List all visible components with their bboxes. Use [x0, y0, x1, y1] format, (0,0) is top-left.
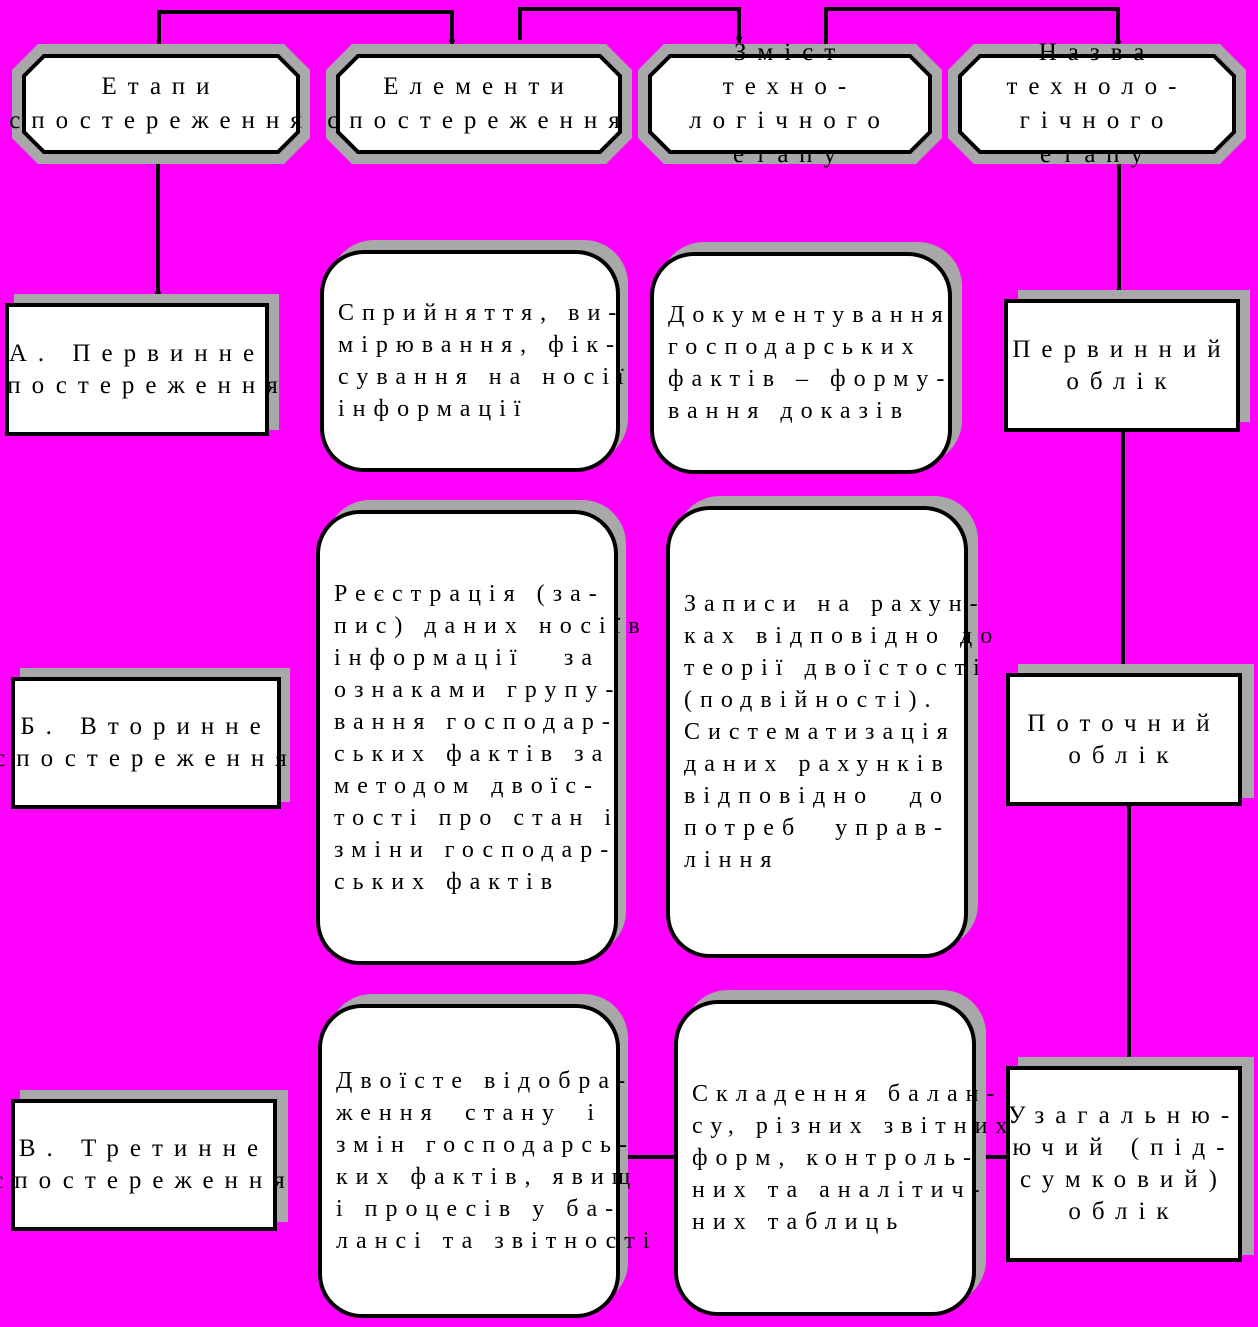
element-2-line: інформації за [334, 644, 600, 671]
arrow-content-to-name [824, 7, 1122, 48]
header-name-label: Назва техноло- гічного етапу [1006, 39, 1188, 168]
element-1-line: сування на носії [338, 364, 632, 390]
content-2-line: (подвійності). [684, 687, 939, 713]
element-2-line: пис) даних носіїв [334, 612, 648, 639]
content-3-line: них та аналітич- [692, 1177, 988, 1203]
content-1-line: господарських [668, 334, 922, 360]
header-stages-shape [12, 44, 310, 164]
content-2-line: потреб управ- [684, 815, 950, 841]
element-2-line: ознаками групу- [334, 676, 622, 703]
stage-secondary-box: Б. Вторинне спостереження [0, 677, 287, 809]
header-elements-label: Елементи спостереження [327, 73, 631, 134]
header-elements-shape [326, 44, 632, 164]
content-2-line: Систематизація [684, 719, 956, 745]
header-content: Зміст техно- логічного етапу [638, 39, 942, 168]
element-2-line: Реєстрація (за- [334, 580, 605, 607]
element-3-line: ких фактів, явищ [336, 1164, 639, 1190]
header-content-label: Зміст техно- логічного етапу [689, 39, 891, 168]
element-2-line: тості про стан і [334, 804, 620, 831]
element-3-line: і процесів у ба- [336, 1196, 622, 1222]
stage-primary-box: А. Первинне спостереження [0, 303, 278, 436]
content-1-line: вання доказів [668, 398, 911, 424]
element-2-line: ських фактів за [334, 740, 611, 767]
content-2-line: ління [684, 847, 780, 873]
content-2-line: теорії двоїстості [684, 655, 988, 681]
accounting-primary-box: Первинний облік [1004, 299, 1240, 432]
header-stages: Етапи спостереження [9, 44, 313, 164]
stage-tertiary-box: В. Третинне спостереження [0, 1099, 285, 1231]
header-name: Назва техноло- гічного етапу [948, 39, 1246, 168]
content-2-line: даних рахунків [684, 751, 951, 777]
content-2-line: відповідно до [684, 783, 950, 809]
content-1-line: фактів – форму- [668, 366, 953, 392]
element-3-line: лансі та звітності [336, 1228, 658, 1254]
accounting-current-box: Поточний облік [1006, 673, 1242, 806]
arrow-elements-to-content [518, 7, 743, 44]
content-3-box: Складення балан- су, різних звітних форм… [674, 1000, 1016, 1316]
content-3-line: су, різних звітних [692, 1113, 1016, 1139]
element-1-line: мірювання, фік- [338, 332, 623, 358]
element-2-box: Реєстрація (за- пис) даних носіїв інформ… [316, 510, 648, 965]
content-1-line: Документування [668, 302, 951, 328]
content-3-line: Складення балан- [692, 1081, 1003, 1107]
element-1-line: інформації [338, 396, 529, 422]
element-3-line: змін господарсь- [336, 1132, 635, 1158]
element-1-line: Сприйняття, ви- [338, 300, 625, 326]
content-3-line: них таблиць [692, 1209, 906, 1235]
element-3-line: ження стану і [336, 1100, 602, 1126]
element-2-line: методом двоїс- [334, 772, 600, 799]
header-stages-label: Етапи спостереження [9, 73, 313, 134]
header-name-shape [948, 44, 1246, 164]
header-elements: Елементи спостереження [326, 44, 632, 164]
accounting-summary-box: Узагальню- ючий (під- сумковий) облік [1006, 1066, 1242, 1262]
element-2-line: вання господар- [334, 708, 618, 735]
content-2-line: ках відповідно до [684, 623, 1001, 649]
content-2-line: Записи на рахун- [684, 591, 986, 617]
content-2-box: Записи на рахун- ках відповідно до теорі… [666, 506, 1001, 958]
header-content-shape [638, 44, 942, 164]
element-2-line: ських фактів [334, 868, 561, 895]
element-2-line: зміни господар- [334, 836, 617, 863]
element-3-box: Двоїсте відобра- ження стану і змін госп… [318, 1004, 658, 1318]
content-3-line: форм, контроль- [692, 1145, 980, 1171]
arrow-stages-to-elements [157, 10, 456, 47]
element-1-box: Сприйняття, ви- мірювання, фік- сування … [320, 250, 632, 472]
content-1-box: Документування господарських фактів – фо… [650, 252, 952, 474]
element-3-line: Двоїсте відобра- [336, 1068, 634, 1094]
